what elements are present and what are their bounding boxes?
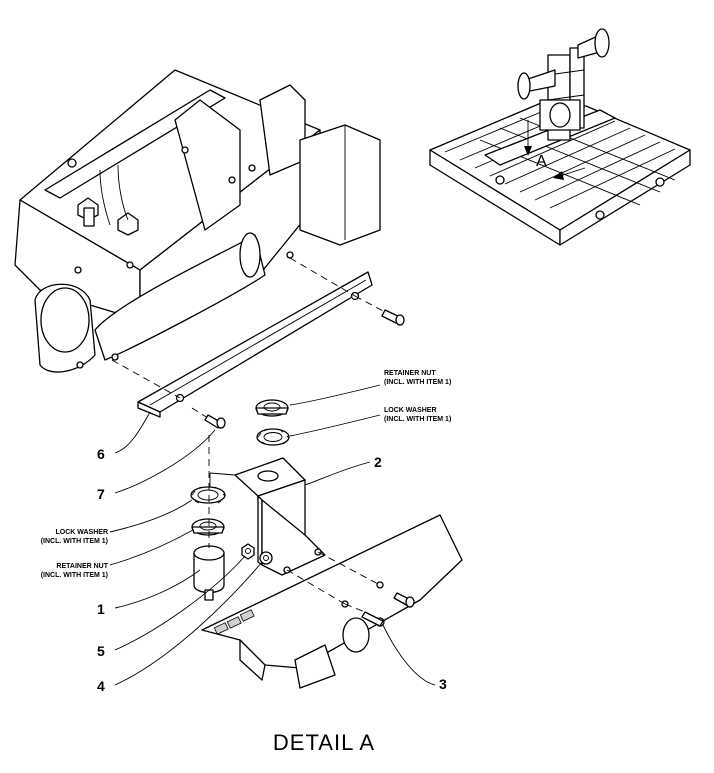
- note-lock-washer-top-line2: (INCL. WITH ITEM 1): [384, 416, 451, 423]
- note-retainer-nut-top-line1: RETAINER NUT: [384, 370, 436, 377]
- callout-6: 6: [97, 446, 105, 462]
- item-5-nut: [241, 543, 255, 560]
- item-4-washer: [259, 551, 273, 565]
- inset-marker-a: A: [536, 153, 547, 170]
- inset-machine-view: A: [429, 28, 691, 246]
- callout-3: 3: [439, 676, 447, 692]
- detail-title: DETAIL A: [273, 730, 375, 755]
- item-7-bolt-small: [191, 407, 226, 429]
- callout-7: 7: [97, 486, 105, 502]
- note-lock-washer-top-line1: LOCK WASHER: [384, 407, 437, 414]
- note-lock-washer-left-line2: (INCL. WITH ITEM 1): [41, 538, 108, 545]
- lock-washer-left: [190, 486, 226, 504]
- retainer-nut-left: [191, 518, 225, 536]
- winch-housing: [14, 69, 381, 373]
- note-lock-washer-left-line1: LOCK WASHER: [56, 529, 109, 536]
- callout-4: 4: [97, 678, 105, 694]
- callout-2: 2: [374, 454, 382, 470]
- item-6-angle-bracket: [111, 257, 373, 418]
- retainer-nut-top: [255, 399, 289, 417]
- item-2-mounting-bracket: [209, 457, 326, 576]
- bolt-right-bracket: [354, 295, 405, 326]
- note-retainer-nut-left-line2: (INCL. WITH ITEM 1): [41, 572, 108, 579]
- base-frame-plate: [201, 514, 463, 689]
- callout-5: 5: [97, 643, 105, 659]
- note-retainer-nut-top-line2: (INCL. WITH ITEM 1): [384, 379, 451, 386]
- leader-lines: [109, 384, 436, 686]
- lock-washer-top: [256, 428, 290, 446]
- item-1-cylinder-unit: [193, 435, 225, 601]
- note-retainer-nut-left-line1: RETAINER NUT: [56, 563, 108, 570]
- callout-1: 1: [97, 601, 105, 617]
